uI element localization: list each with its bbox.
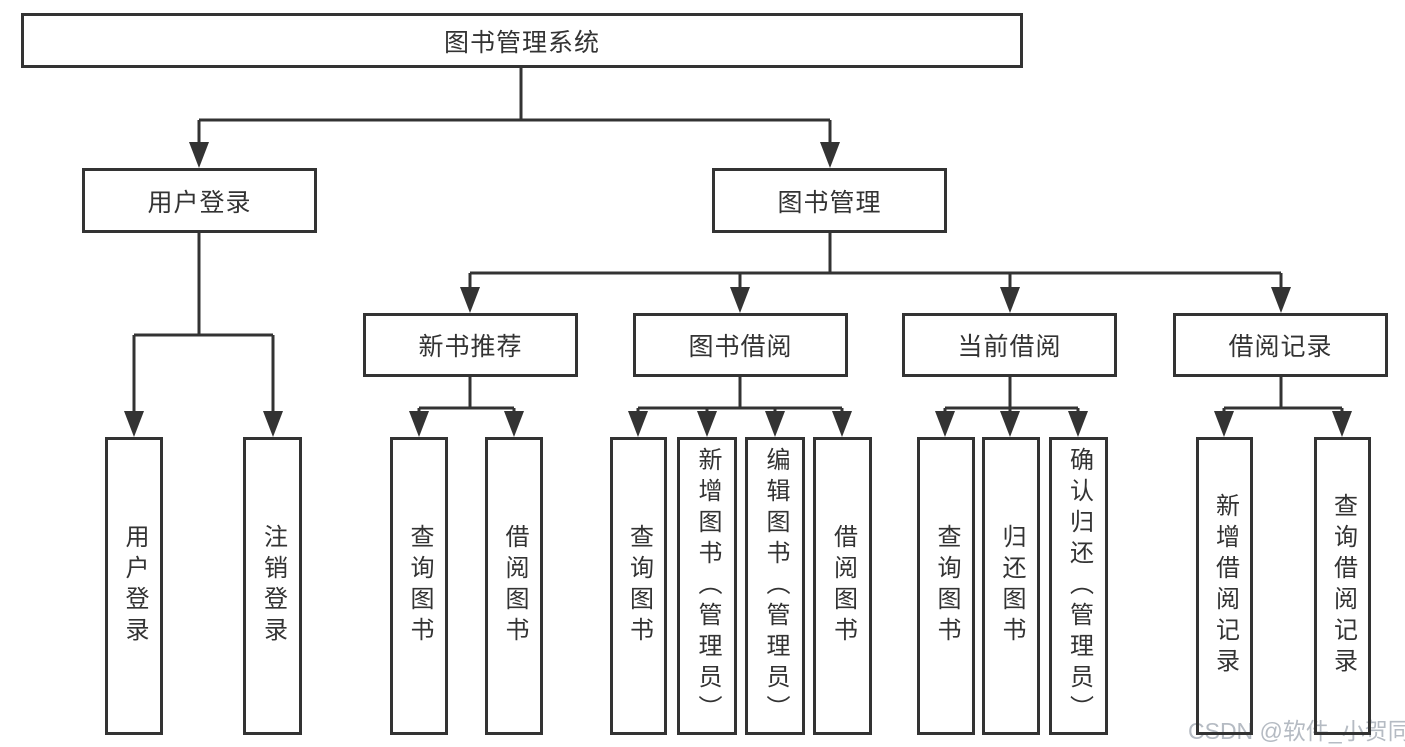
leaf-query-books-recommend: 查询图书 (390, 437, 448, 735)
connector-new-book-group (409, 377, 524, 437)
arrowhead-icon (409, 411, 429, 437)
leaf-borrow-books-recommend: 借阅图书 (485, 437, 543, 735)
node-label: 图书借阅 (688, 333, 793, 361)
node-label: 借阅记录 (1228, 333, 1333, 361)
node-book-borrowing: 图书借阅 (633, 313, 848, 377)
arrowhead-icon (1332, 411, 1352, 437)
arrowhead-icon (697, 411, 717, 437)
arrowhead-icon (1214, 411, 1234, 437)
leaf-add-borrow-record: 新增借阅记录 (1196, 437, 1253, 735)
arrowhead-icon (1271, 287, 1291, 313)
leaf-add-book-admin: 新增图书（管理员） (677, 437, 737, 735)
node-new-book-recommend: 新书推荐 (363, 313, 578, 377)
connector-records-group (1214, 377, 1352, 437)
arrowhead-icon (1068, 411, 1088, 437)
arrowhead-icon (935, 411, 955, 437)
node-borrowing-records: 借阅记录 (1173, 313, 1388, 377)
node-label: 新书推荐 (418, 333, 523, 361)
node-label: 借阅图书 (829, 524, 857, 648)
node-label: 查询图书 (406, 524, 433, 648)
connector-borrowing-group (628, 377, 852, 437)
node-label: 编辑图书（管理员） (762, 446, 789, 726)
leaf-query-books-borrowing: 查询图书 (610, 437, 667, 735)
node-label: 确认归还（管理员） (1065, 446, 1093, 726)
node-label: 新增借阅记录 (1211, 493, 1239, 679)
leaf-return-books: 归还图书 (982, 437, 1040, 735)
leaf-query-books-current: 查询图书 (917, 437, 975, 735)
arrowhead-icon (832, 411, 852, 437)
node-library-management-system: 图书管理系统 (21, 13, 1023, 68)
leaf-user-login: 用户登录 (105, 437, 163, 735)
connector-book-management-to-level3 (460, 233, 1291, 313)
arrowhead-icon (765, 411, 785, 437)
node-label: 查询图书 (625, 524, 653, 648)
arrowhead-icon (460, 287, 480, 313)
node-label: 用户登录 (147, 188, 252, 217)
arrowhead-icon (124, 411, 144, 437)
node-label: 借阅图书 (501, 524, 528, 648)
node-label: 当前借阅 (957, 333, 1062, 361)
arrowhead-icon (1000, 411, 1020, 437)
leaf-edit-book-admin: 编辑图书（管理员） (745, 437, 805, 735)
connector-root-to-level2 (189, 68, 840, 168)
leaf-query-borrow-record: 查询借阅记录 (1314, 437, 1371, 735)
node-label: 新增图书（管理员） (694, 446, 721, 726)
node-book-management: 图书管理 (712, 168, 947, 233)
arrowhead-icon (189, 142, 209, 168)
connector-current-group (935, 377, 1088, 437)
node-label: 图书管理 (777, 188, 882, 217)
arrowhead-icon (628, 411, 648, 437)
node-label: 图书管理系统 (443, 28, 600, 57)
node-label: 归还图书 (998, 524, 1025, 648)
connector-user-login-group (124, 233, 283, 437)
arrowhead-icon (1000, 287, 1020, 313)
node-label: 用户登录 (121, 524, 148, 648)
arrowhead-icon (730, 287, 750, 313)
leaf-confirm-return-admin: 确认归还（管理员） (1049, 437, 1108, 735)
arrowhead-icon (504, 411, 524, 437)
node-label: 查询图书 (933, 524, 960, 648)
leaf-logout: 注销登录 (243, 437, 302, 735)
leaf-borrow-books: 借阅图书 (813, 437, 872, 735)
arrowhead-icon (820, 142, 840, 168)
node-label: 注销登录 (259, 524, 287, 648)
node-label: 查询借阅记录 (1329, 493, 1357, 679)
arrowhead-icon (263, 411, 283, 437)
node-user-login: 用户登录 (82, 168, 317, 233)
node-current-borrowing: 当前借阅 (902, 313, 1117, 377)
